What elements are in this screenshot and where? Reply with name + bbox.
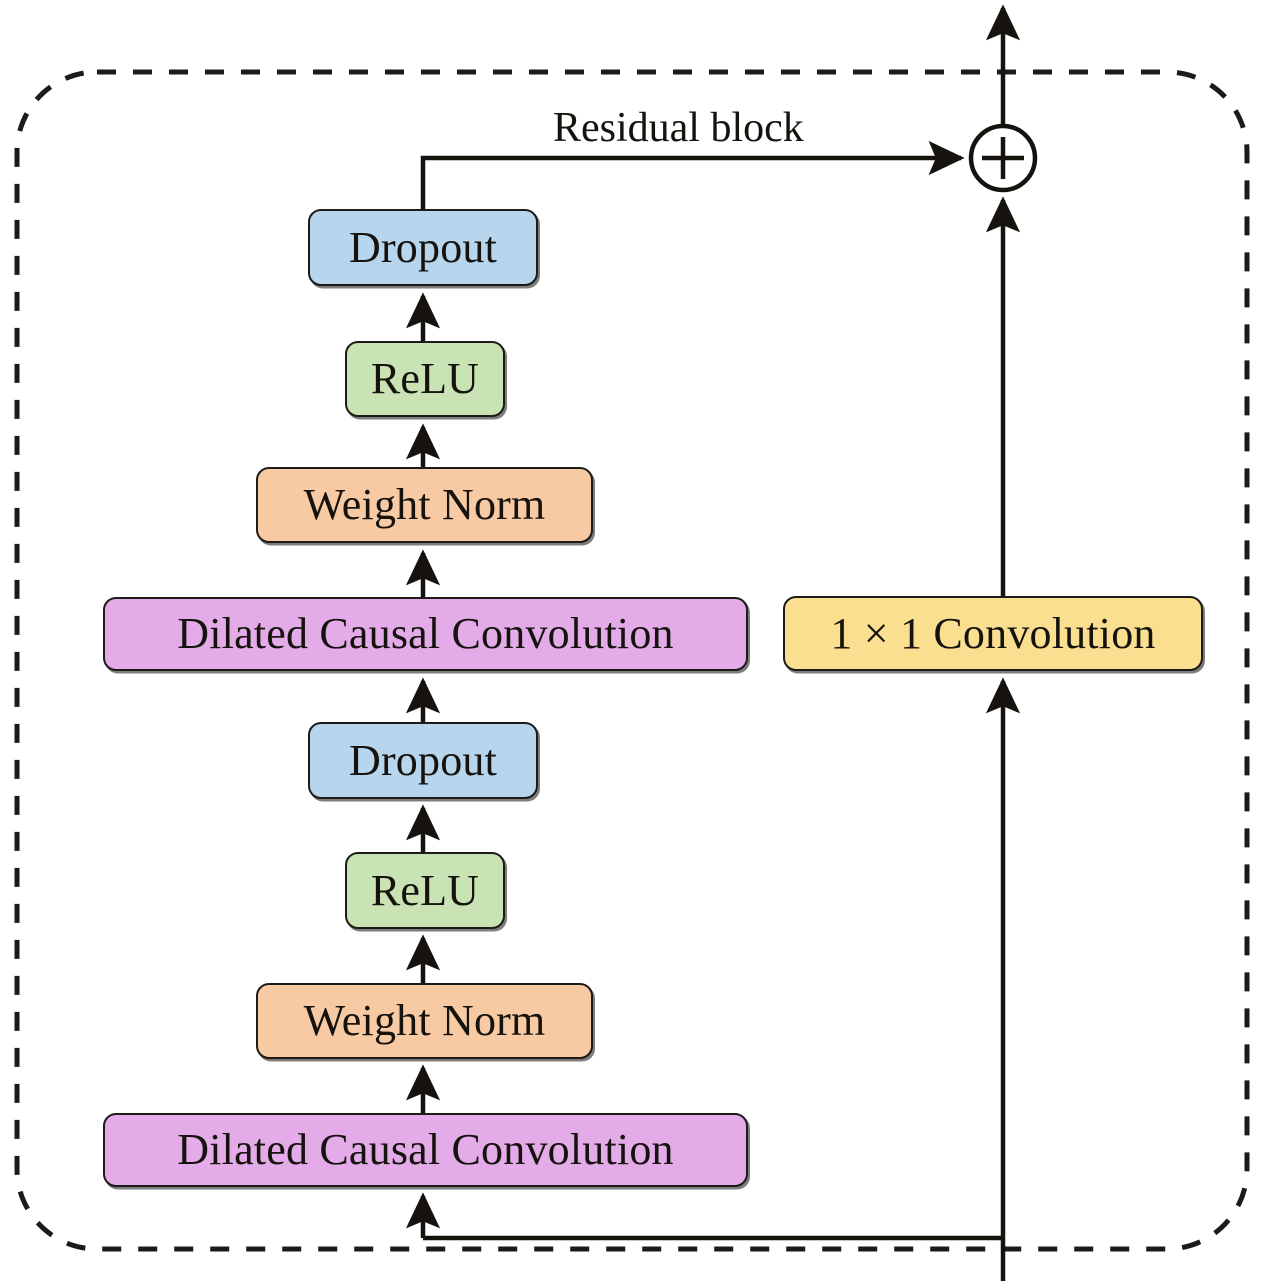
- node-dropout-top[interactable]: Dropout: [308, 209, 538, 286]
- node-label: ReLU: [370, 354, 480, 403]
- node-relu-bottom[interactable]: ReLU: [345, 852, 505, 929]
- node-label: Dilated Causal Convolution: [177, 1125, 674, 1174]
- node-label: 1 × 1 Convolution: [830, 608, 1156, 658]
- node-label: Dilated Causal Convolution: [177, 609, 674, 658]
- residual-block-dashed-boundary: [14, 69, 1250, 1252]
- node-label: Dropout: [348, 735, 498, 785]
- diagram-title: Residual block: [553, 105, 804, 151]
- node-label: Dropout: [348, 222, 498, 272]
- node-dropout-bottom[interactable]: Dropout: [308, 722, 538, 799]
- node-relu-top[interactable]: ReLU: [345, 341, 505, 417]
- node-label: Weight Norm: [303, 480, 546, 529]
- node-label: Weight Norm: [303, 996, 546, 1045]
- node-dilated-causal-convolution-bottom[interactable]: Dilated Causal Convolution: [103, 1113, 748, 1187]
- node-label: ReLU: [370, 865, 480, 915]
- node-dilated-causal-convolution-top[interactable]: Dilated Causal Convolution: [103, 597, 748, 671]
- addition-operator: [968, 123, 1038, 193]
- arrow-dropout-top-to-adder: [420, 140, 965, 209]
- node-weight-norm-top[interactable]: Weight Norm: [256, 467, 593, 543]
- node-one-by-one-convolution[interactable]: 1 × 1 Convolution: [783, 596, 1203, 671]
- node-weight-norm-bottom[interactable]: Weight Norm: [256, 983, 593, 1059]
